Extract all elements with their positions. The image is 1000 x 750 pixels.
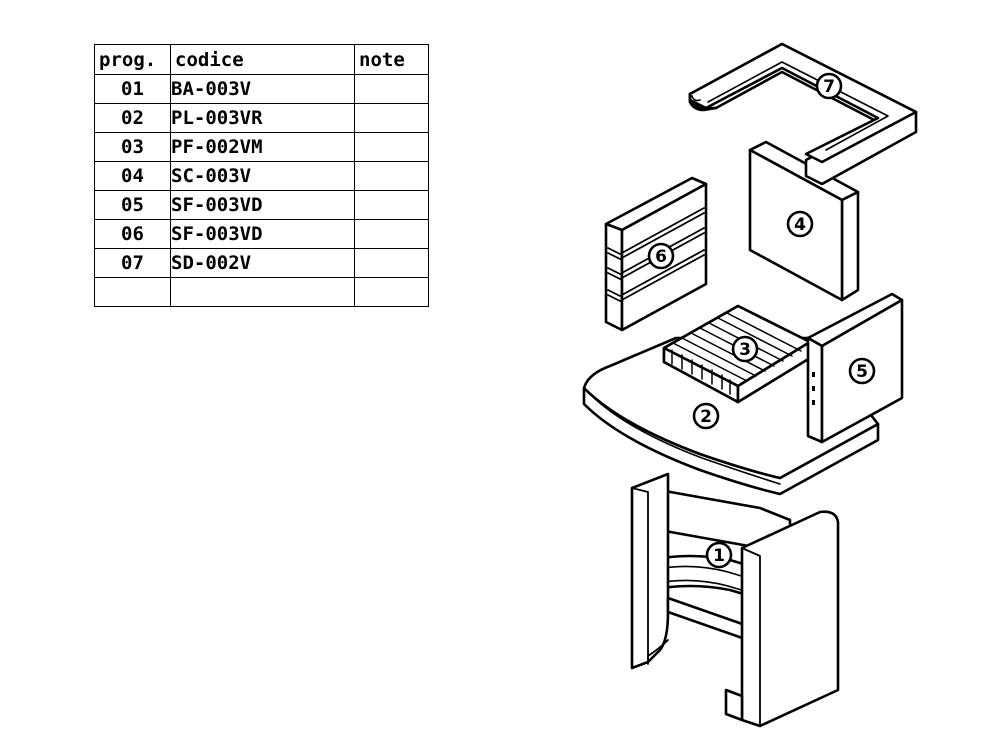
row-note <box>354 74 429 104</box>
svg-text:5: 5 <box>856 362 868 382</box>
row-codice <box>170 277 355 307</box>
row-note <box>354 277 429 307</box>
table-row: 02 PL-003VR <box>94 103 429 133</box>
callout-6: 6 <box>647 242 675 270</box>
table-row: 05 SF-003VD <box>94 190 429 220</box>
svg-text:2: 2 <box>700 407 712 427</box>
callout-4: 4 <box>786 210 814 238</box>
row-codice: SD-002V <box>170 248 355 278</box>
part-1-base <box>630 472 840 728</box>
table-row <box>94 277 429 307</box>
table-header-row: prog. codice note <box>94 44 429 75</box>
table-row: 06 SF-003VD <box>94 219 429 249</box>
row-note <box>354 161 429 191</box>
row-prog: 04 <box>94 161 171 191</box>
header-prog: prog. <box>94 44 171 75</box>
parts-table: prog. codice note 01 BA-003V 02 PL-003VR… <box>94 44 429 307</box>
svg-text:3: 3 <box>739 340 751 360</box>
row-prog: 01 <box>94 74 171 104</box>
row-note <box>354 103 429 133</box>
row-prog: 03 <box>94 132 171 162</box>
table-row: 04 SC-003V <box>94 161 429 191</box>
svg-text:1: 1 <box>713 546 725 566</box>
table-row: 07 SD-002V <box>94 248 429 278</box>
callout-3: 3 <box>731 335 759 363</box>
row-note <box>354 248 429 278</box>
callout-5: 5 <box>848 357 876 385</box>
callout-7: 7 <box>815 72 843 100</box>
callout-1: 1 <box>705 541 733 569</box>
row-prog: 07 <box>94 248 171 278</box>
callout-2: 2 <box>692 402 720 430</box>
svg-text:6: 6 <box>655 247 667 267</box>
row-prog: 02 <box>94 103 171 133</box>
header-codice: codice <box>170 44 355 75</box>
row-codice: SC-003V <box>170 161 355 191</box>
table-row: 03 PF-002VM <box>94 132 429 162</box>
part-2-plate <box>582 336 880 496</box>
row-note <box>354 132 429 162</box>
table-row: 01 BA-003V <box>94 74 429 104</box>
svg-text:4: 4 <box>794 215 806 235</box>
row-codice: SF-003VD <box>170 190 355 220</box>
row-codice: PF-002VM <box>170 132 355 162</box>
svg-text:7: 7 <box>823 77 835 97</box>
